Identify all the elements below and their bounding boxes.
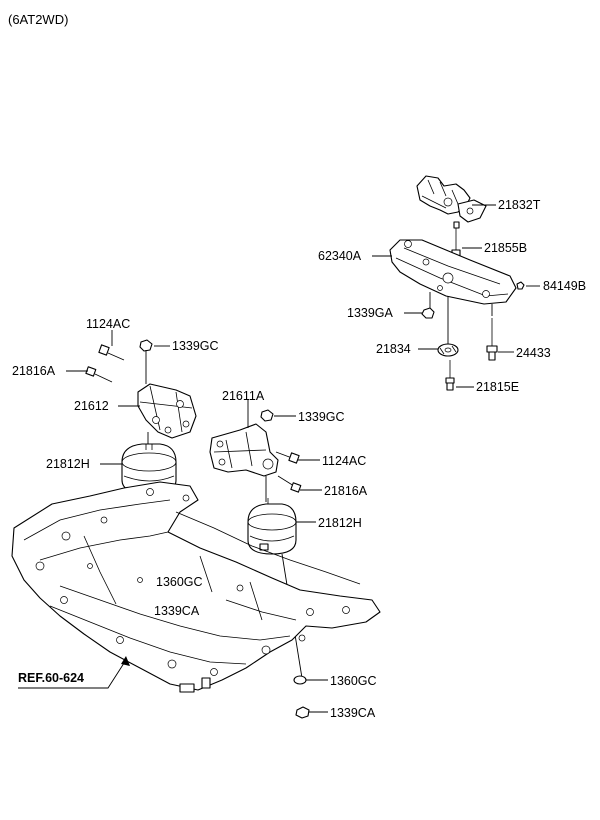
reference-arrow <box>18 656 130 689</box>
bracket-21611a[interactable] <box>209 423 279 477</box>
callout-1124ac-right[interactable]: 1124AC <box>322 454 366 468</box>
callout-1339ga[interactable]: 1339GA <box>347 306 394 320</box>
subframe <box>11 481 381 693</box>
callout-1339gc-right[interactable]: 1339GC <box>298 410 345 424</box>
callout-21816a-left[interactable]: 21816A <box>12 364 56 378</box>
nut-1339gc-left[interactable] <box>139 339 153 352</box>
callout-21612[interactable]: 21612 <box>74 399 109 413</box>
reference-label[interactable]: REF.60-624 <box>18 671 84 685</box>
mount-bolt-21855b[interactable] <box>451 221 461 257</box>
callout-1339ca-right[interactable]: 1339CA <box>330 706 376 720</box>
callout-1339ca-left[interactable]: 1339CA <box>154 604 200 618</box>
bolt-21816a-left[interactable] <box>85 366 113 383</box>
leader-lines-transmission <box>372 204 540 388</box>
nut-1339ca-right[interactable] <box>295 706 310 719</box>
variant-header: (6AT2WD) <box>8 12 68 27</box>
crossmember-62340a[interactable] <box>389 239 517 305</box>
callout-1124ac-left[interactable]: 1124AC <box>86 317 130 331</box>
callout-21611a[interactable]: 21611A <box>222 389 265 403</box>
nut-1339ga[interactable] <box>421 307 435 319</box>
callout-62340a[interactable]: 62340A <box>318 249 362 263</box>
nut-1339gc-right[interactable] <box>260 409 274 422</box>
bolt-21816a-right[interactable] <box>277 475 302 493</box>
callout-21812h-left[interactable]: 21812H <box>46 457 90 471</box>
callout-21812h-right[interactable]: 21812H <box>318 516 362 530</box>
callout-21832t[interactable]: 21832T <box>498 198 541 212</box>
bolt-24433[interactable] <box>486 318 498 361</box>
insulator-21812h-right[interactable] <box>247 498 297 555</box>
callout-21834[interactable]: 21834 <box>376 342 411 356</box>
callout-labels: 21832T 21855B 62340A 84149B 1339GA 21834… <box>12 198 586 720</box>
bolt-1124ac-left[interactable] <box>98 344 125 361</box>
washer-21834[interactable] <box>437 343 459 357</box>
callout-1360gc-left[interactable]: 1360GC <box>156 575 203 589</box>
callout-1339gc-left[interactable]: 1339GC <box>172 339 219 353</box>
nut-84149b[interactable] <box>516 281 525 290</box>
callout-24433[interactable]: 24433 <box>516 346 551 360</box>
washer-1360gc-right[interactable] <box>293 675 307 685</box>
bolt-21815e[interactable] <box>445 360 455 391</box>
callout-84149b[interactable]: 84149B <box>543 279 586 293</box>
transmission-mount-bracket[interactable] <box>416 175 487 223</box>
bolt-1124ac-right[interactable] <box>275 451 300 464</box>
callout-21816a-right[interactable]: 21816A <box>324 484 368 498</box>
callout-21815e[interactable]: 21815E <box>476 380 519 394</box>
callout-1360gc-right[interactable]: 1360GC <box>330 674 377 688</box>
bracket-21612[interactable] <box>137 383 197 439</box>
callout-21855b[interactable]: 21855B <box>484 241 527 255</box>
